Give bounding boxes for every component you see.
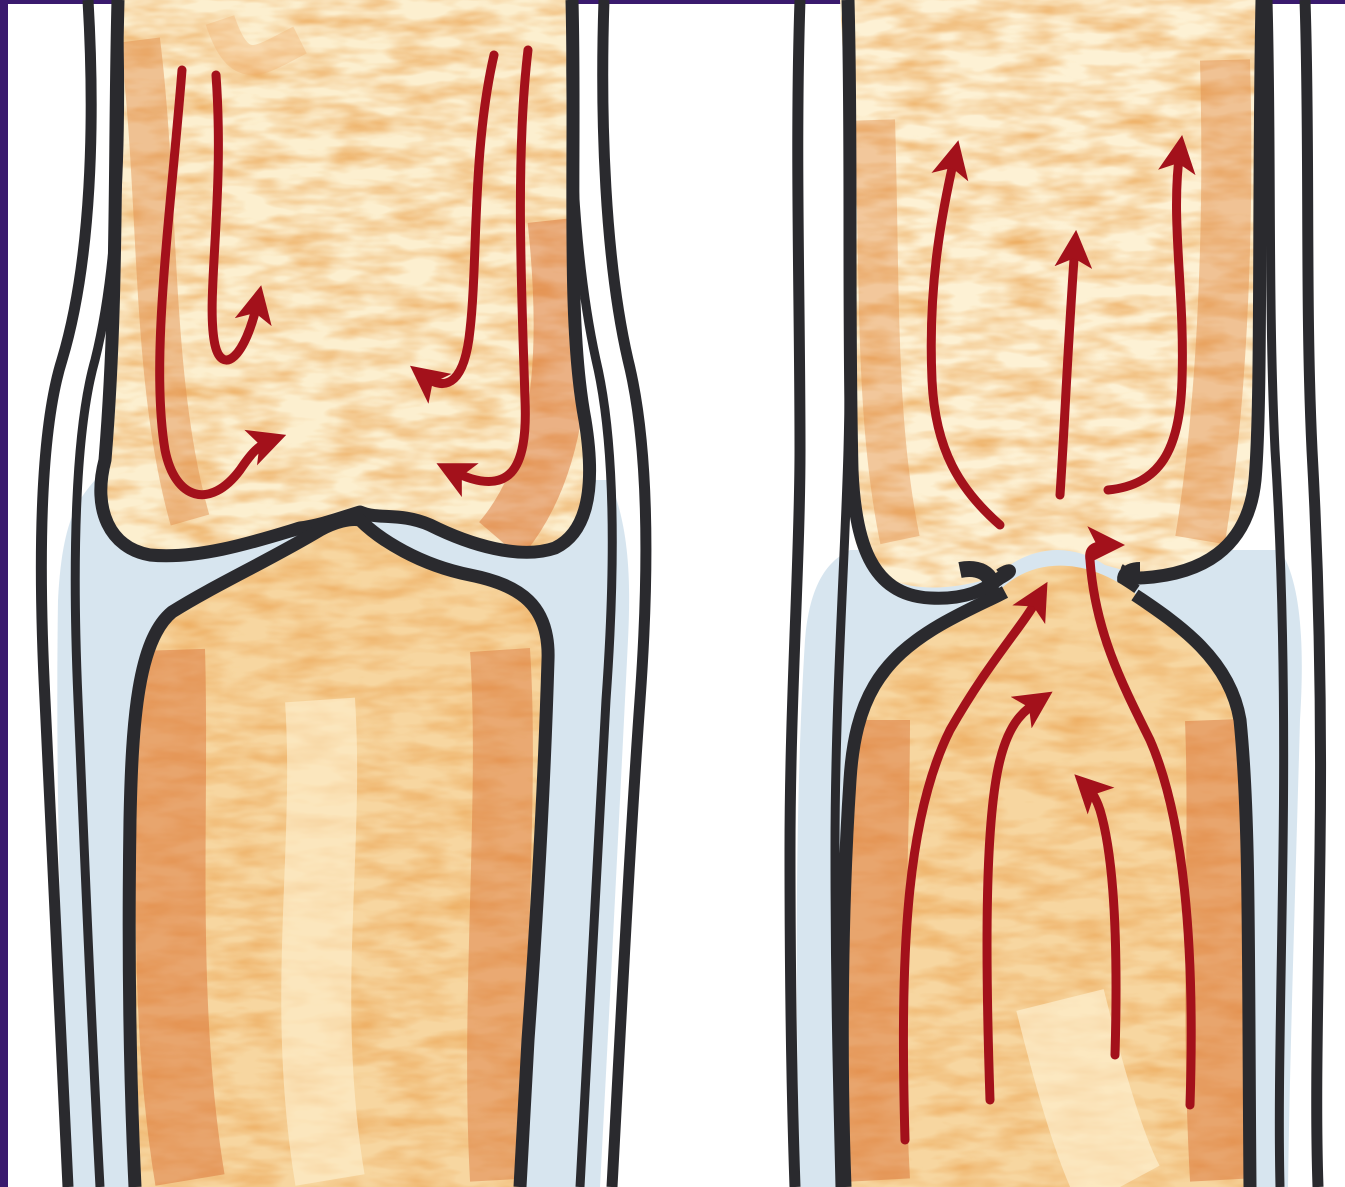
right-upper-bone: [830, 0, 1280, 620]
left-panel-joint: [41, 0, 645, 1187]
frame-left-edge: [0, 0, 8, 1187]
right-panel-joint: [790, 0, 1321, 1187]
